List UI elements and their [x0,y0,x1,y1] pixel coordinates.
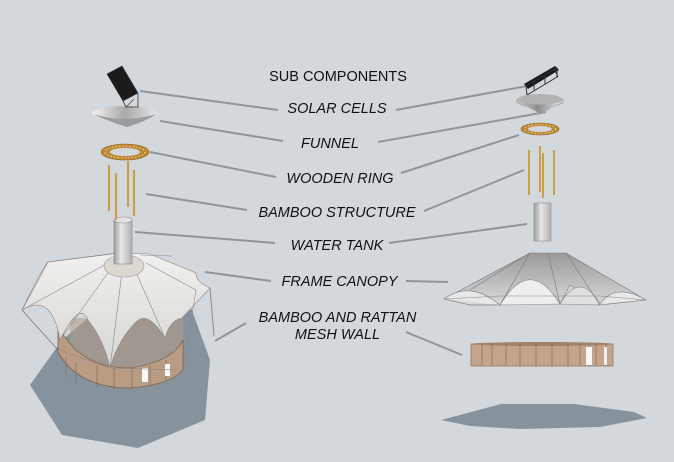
diagram-title: SUB COMPONENTS [269,69,407,85]
wooden-ring-left [100,143,150,161]
leader-bamboo-left [145,193,248,211]
leader-ring-left [149,151,277,178]
label-water-tank: WATER TANK [290,238,384,254]
leader-tank-left [134,231,276,244]
leader-canopy-right [405,280,449,283]
label-solar-cells: SOLAR CELLS [287,101,387,117]
wall-opening [165,364,170,376]
wall-opening [604,347,607,365]
leader-canopy-left [204,271,272,282]
funnel-right [516,94,564,114]
leader-mesh-right [405,331,463,356]
assembled-shelter [21,65,215,448]
solar-cells-right [524,66,559,96]
frame-canopy-right [443,252,647,306]
mesh-wall-right [470,342,614,367]
frame-canopy-assembled [21,252,215,373]
leader-funnel-left [159,120,284,142]
leader-solar-left [139,90,279,111]
leader-lines [134,85,547,356]
funnel-left [92,106,158,127]
ground-shadow-right [441,404,647,429]
leader-tank-right [388,223,528,244]
water-tank-assembled [113,219,133,265]
label-wooden-ring: WOODEN RING [286,171,394,187]
wall-opening [586,347,592,365]
solar-cells-left [106,65,139,108]
label-bamboo-structure: BAMBOO STRUCTURE [258,205,416,221]
label-frame-canopy: FRAME CANOPY [281,274,398,290]
leader-funnel-right [377,111,547,143]
wooden-ring-right [520,122,560,136]
label-mesh-wall-line2: MESH WALL [294,327,381,343]
leader-solar-right [395,85,528,111]
exploded-components [441,66,647,429]
mesh-wall [57,308,184,389]
leader-mesh-left [214,322,247,342]
water-tank-right [533,202,552,242]
label-funnel: FUNNEL [300,136,359,152]
bamboo-structure-left [107,161,136,220]
leader-bamboo-right [423,169,525,212]
label-mesh-wall-line1: BAMBOO AND RATTAN [258,310,417,326]
leader-ring-right [400,134,520,174]
bamboo-structure-right [528,146,555,198]
wall-opening [142,368,148,382]
